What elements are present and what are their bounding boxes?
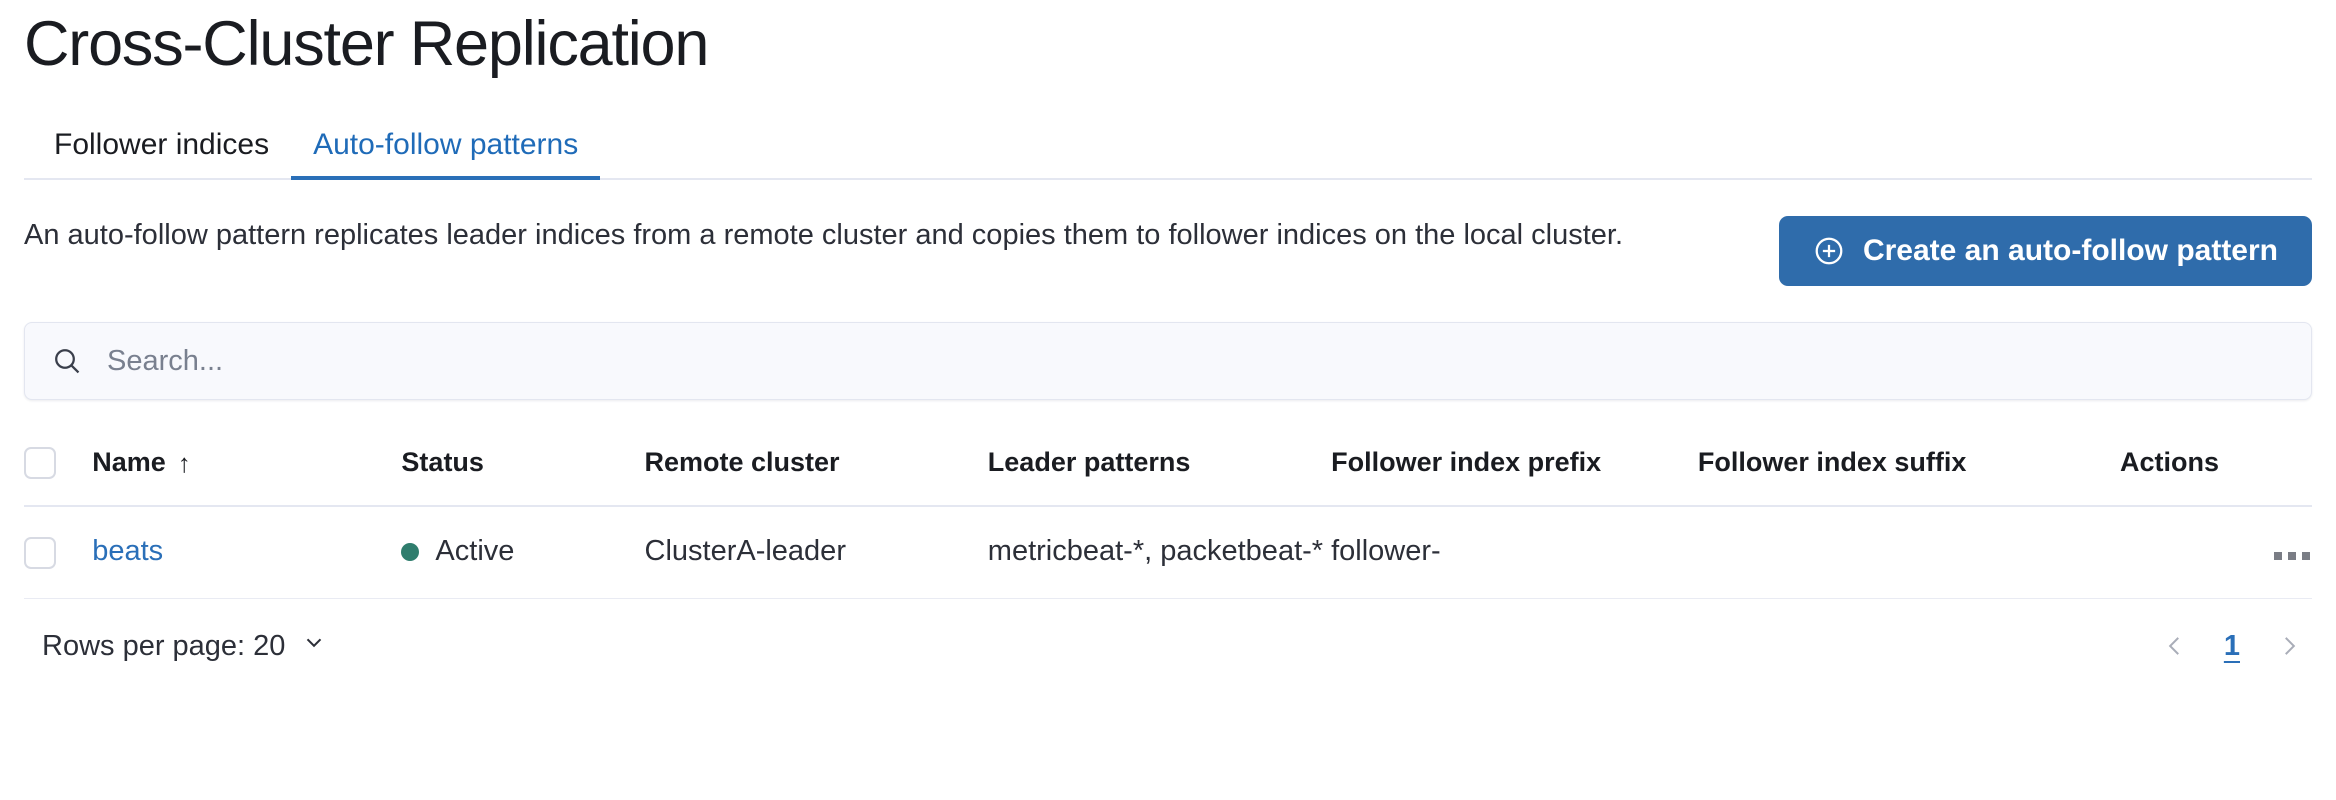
- create-auto-follow-pattern-button[interactable]: Create an auto-follow pattern: [1778, 216, 2312, 287]
- column-header-actions: Actions: [2120, 436, 2312, 508]
- pattern-name-link[interactable]: beats: [92, 535, 164, 568]
- table-head: Name ↑ Status Remote cluster Leader patt…: [24, 436, 2312, 508]
- cell-actions: [2120, 506, 2312, 600]
- select-all-header: [24, 436, 93, 508]
- search-icon: [51, 345, 83, 377]
- tab-follower-indices[interactable]: Follower indices: [24, 128, 291, 178]
- status-label: Active: [435, 535, 515, 568]
- cell-name: beats: [92, 506, 402, 600]
- table-body: beats Active ClusterA-leader metricbeat-…: [24, 506, 2312, 600]
- rows-per-page-selector[interactable]: Rows per page: 20: [24, 629, 327, 663]
- column-header-name-label: Name: [92, 447, 166, 478]
- description-row: An auto-follow pattern replicates leader…: [24, 214, 2312, 287]
- auto-follow-patterns-table: Name ↑ Status Remote cluster Leader patt…: [24, 436, 2312, 600]
- table-header-row: Name ↑ Status Remote cluster Leader patt…: [24, 436, 2312, 508]
- sort-ascending-icon: ↑: [177, 447, 191, 478]
- page-title: Cross-Cluster Replication: [24, 9, 709, 79]
- table-footer: Rows per page: 20 1: [24, 629, 2312, 663]
- rows-per-page-label: Rows per page: 20: [42, 629, 286, 662]
- chevron-right-icon[interactable]: [2270, 630, 2308, 662]
- chevron-down-icon: [301, 629, 327, 663]
- status-dot-icon: [401, 542, 420, 561]
- column-header-follower-index-suffix[interactable]: Follower index suffix: [1697, 436, 2121, 508]
- pagination-page-1[interactable]: 1: [2223, 629, 2240, 662]
- column-header-name[interactable]: Name ↑: [92, 436, 402, 508]
- plus-circle-icon: [1813, 235, 1845, 267]
- row-select-cell: [24, 506, 93, 600]
- tab-auto-follow-patterns[interactable]: Auto-follow patterns: [291, 128, 601, 181]
- chevron-left-icon[interactable]: [2156, 630, 2194, 662]
- column-header-status[interactable]: Status: [401, 436, 645, 508]
- cell-status: Active: [401, 506, 645, 600]
- select-all-checkbox[interactable]: [24, 447, 56, 480]
- create-button-label: Create an auto-follow pattern: [1862, 234, 2278, 268]
- table-row[interactable]: beats Active ClusterA-leader metricbeat-…: [24, 506, 2312, 600]
- pagination: 1: [2156, 630, 2312, 663]
- search-input[interactable]: [105, 323, 2285, 400]
- cell-remote-cluster: ClusterA-leader: [644, 506, 988, 600]
- cell-leader-patterns: metricbeat-*, packetbeat-*: [987, 506, 1332, 600]
- page-description: An auto-follow pattern replicates leader…: [24, 219, 1624, 252]
- column-header-leader-patterns[interactable]: Leader patterns: [987, 436, 1332, 508]
- column-header-remote-cluster[interactable]: Remote cluster: [644, 436, 988, 508]
- cell-follower-index-suffix: [1697, 506, 2121, 600]
- cell-follower-index-prefix: follower-: [1331, 506, 1698, 600]
- context-menu-icon[interactable]: [2272, 544, 2312, 568]
- search-bar[interactable]: [24, 322, 2312, 401]
- tab-bar: Follower indices Auto-follow patterns: [24, 112, 2312, 181]
- column-header-follower-index-prefix[interactable]: Follower index prefix: [1331, 436, 1698, 508]
- row-checkbox[interactable]: [24, 536, 56, 569]
